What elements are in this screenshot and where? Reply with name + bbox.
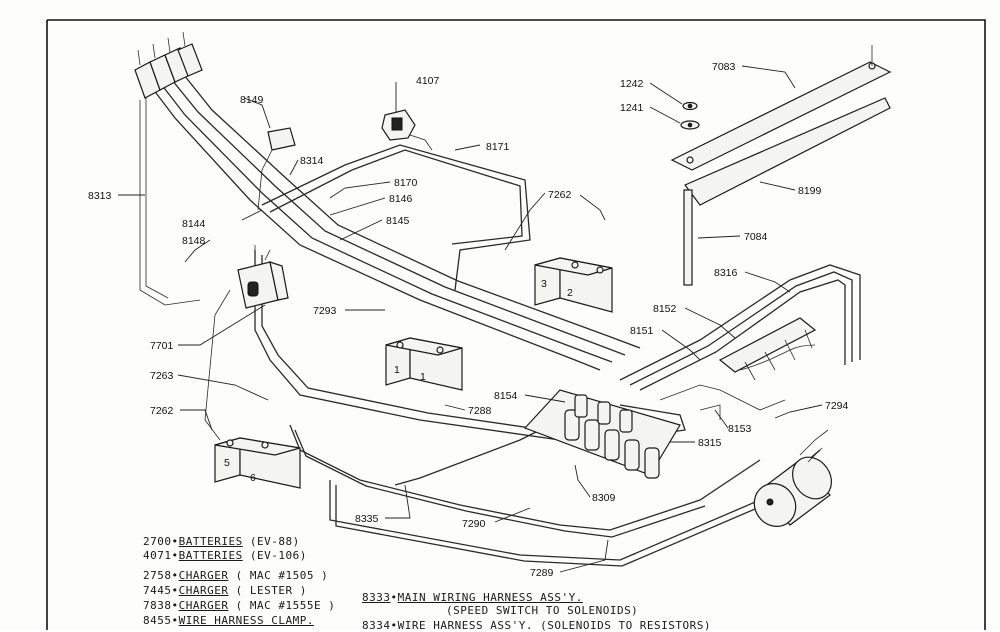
- label-8313: 8313: [88, 190, 112, 202]
- label-8199: 8199: [798, 185, 822, 197]
- label-7701: 7701: [150, 340, 174, 352]
- receptacle-7701: [237, 245, 289, 309]
- label-8148: 8148: [182, 235, 206, 247]
- batteries-1-2-center: [385, 337, 463, 391]
- label-7263: 7263: [150, 370, 174, 382]
- label-7262-bottom: 7262: [150, 405, 174, 417]
- label-8151: 8151: [630, 325, 654, 337]
- legend-row-2758: 2758•CHARGER ( MAC #1505 ): [143, 569, 329, 582]
- legend-row-8455: 8455•WIRE HARNESS CLAMP.: [143, 614, 314, 627]
- label-8146: 8146: [389, 193, 413, 205]
- rod-7084: [683, 189, 693, 286]
- connector-8149: [257, 127, 296, 211]
- label-1241: 1241: [620, 102, 644, 114]
- part-labels: 4107 8149 8314 8313 8171 8170 8146 8145 …: [88, 61, 849, 579]
- legend-row-8333: 8333•MAIN WIRING HARNESS ASS'Y.: [362, 591, 583, 604]
- label-7290: 7290: [462, 518, 486, 530]
- label-8335: 8335: [355, 513, 379, 525]
- wire-harness: [139, 69, 861, 567]
- label-8316: 8316: [714, 267, 738, 279]
- label-8171: 8171: [486, 141, 510, 153]
- solenoid-panel: [523, 389, 681, 479]
- label-7083: 7083: [712, 61, 736, 73]
- resistor-assembly: [718, 317, 817, 381]
- legend-row-2700: 2700•BATTERIES (EV-88): [143, 535, 300, 548]
- battery-number-5: 5: [224, 457, 230, 469]
- label-8153: 8153: [728, 423, 752, 435]
- legend-row-7838: 7838•CHARGER ( MAC #1555E ): [143, 599, 336, 612]
- battery-number-1b: 1: [420, 371, 426, 383]
- bracket-7083: [670, 45, 892, 171]
- bar-8199: [684, 97, 891, 206]
- label-8149: 8149: [240, 94, 264, 106]
- label-8315: 8315: [698, 437, 722, 449]
- motor: [753, 429, 833, 527]
- legend-row-8333-note: (SPEED SWITCH TO SOLENOIDS): [446, 604, 639, 617]
- battery-number-6: 6: [250, 472, 256, 484]
- charger-plug-leads: [134, 31, 203, 99]
- label-8309: 8309: [592, 492, 616, 504]
- label-7288: 7288: [468, 405, 492, 417]
- label-8152: 8152: [653, 303, 677, 315]
- label-4107: 4107: [416, 75, 440, 87]
- legend-row-4071: 4071•BATTERIES (EV-106): [143, 549, 307, 562]
- label-7293: 7293: [313, 305, 337, 317]
- battery-number-1a: 1: [394, 364, 400, 376]
- batteries-5-6-bottom: [214, 437, 301, 489]
- legend-left: 2700•BATTERIES (EV-88) 4071•BATTERIES (E…: [143, 535, 335, 629]
- label-8145: 8145: [386, 215, 410, 227]
- label-7084: 7084: [744, 231, 768, 243]
- battery-number-3: 3: [541, 278, 547, 290]
- page-border: [46, 19, 986, 630]
- switch-4107: [381, 109, 416, 141]
- washers: [680, 101, 700, 130]
- label-7289: 7289: [530, 567, 554, 579]
- label-1242: 1242: [620, 78, 644, 90]
- leader-lines: [118, 65, 823, 573]
- label-8144: 8144: [182, 218, 206, 230]
- label-8154: 8154: [494, 390, 518, 402]
- legend-right: 8333•MAIN WIRING HARNESS ASS'Y. (SPEED S…: [362, 591, 711, 632]
- battery-number-2: 2: [567, 287, 573, 299]
- batteries-3-2-top: [534, 257, 613, 313]
- label-7262-top: 7262: [548, 189, 572, 201]
- label-7294: 7294: [825, 400, 849, 412]
- label-8314: 8314: [300, 155, 324, 167]
- legend-row-7445: 7445•CHARGER ( LESTER ): [143, 584, 307, 597]
- legend-row-8334: 8334•WIRE HARNESS ASS'Y. (SOLENOIDS TO R…: [362, 619, 712, 632]
- label-8170: 8170: [394, 177, 418, 189]
